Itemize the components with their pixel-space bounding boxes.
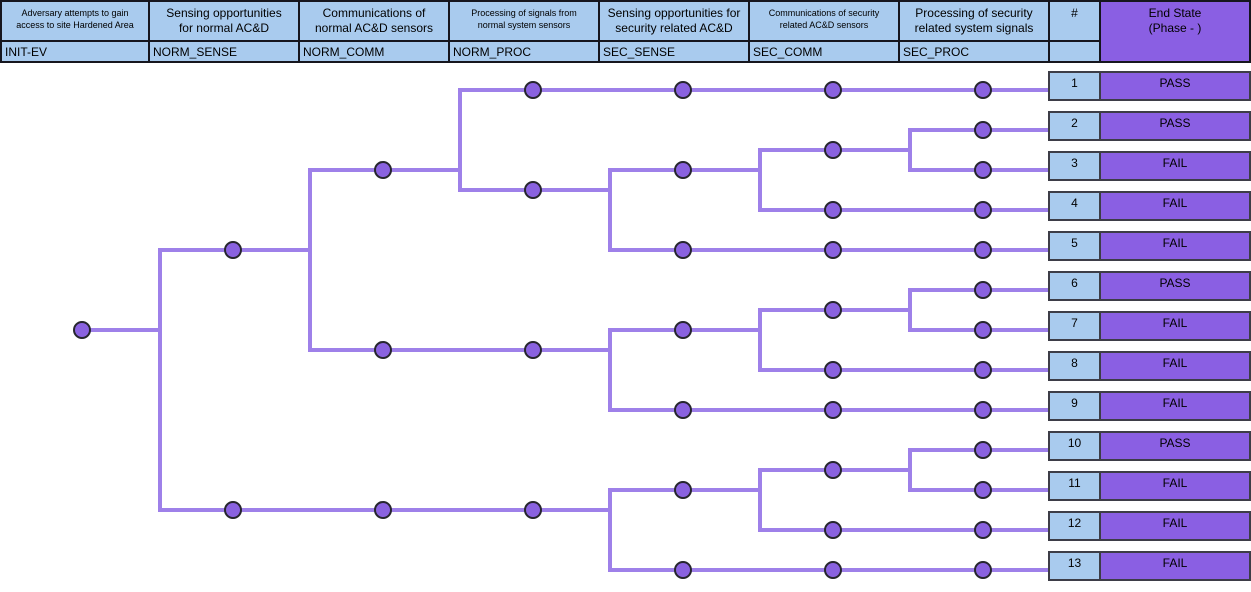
- header-col-NORM_SENSE: Sensing opportunities for normal AC&D NOR…: [148, 0, 300, 63]
- branch-node[interactable]: [974, 201, 992, 219]
- branch-node[interactable]: [974, 561, 992, 579]
- header-col-code: SEC_SENSE: [603, 44, 676, 59]
- end-state-cell[interactable]: FAIL: [1099, 391, 1251, 421]
- header-col-code: SEC_COMM: [753, 44, 823, 59]
- branch-node[interactable]: [824, 201, 842, 219]
- branch-node[interactable]: [974, 361, 992, 379]
- sequence-number-cell: 6: [1048, 271, 1101, 301]
- branch-node[interactable]: [524, 341, 542, 359]
- sequence-number-cell: 13: [1048, 551, 1101, 581]
- end-state-cell[interactable]: PASS: [1099, 111, 1251, 141]
- end-state-cell[interactable]: PASS: [1099, 431, 1251, 461]
- header-col-code: SEC_PROC: [903, 44, 970, 59]
- end-state-cell[interactable]: PASS: [1099, 271, 1251, 301]
- end-state-cell[interactable]: FAIL: [1099, 191, 1251, 221]
- header-col-title: Processing of signals from normal system…: [450, 2, 598, 42]
- header-col-SEC_PROC: Processing of security related system si…: [898, 0, 1050, 63]
- header-col-code: NORM_SENSE: [153, 44, 238, 59]
- header-col-title: Sensing opportunities for security relat…: [600, 2, 748, 42]
- header-col-NORM_PROC: Processing of signals from normal system…: [448, 0, 600, 63]
- end-state-cell[interactable]: FAIL: [1099, 311, 1251, 341]
- branch-node[interactable]: [974, 81, 992, 99]
- branch-node[interactable]: [974, 121, 992, 139]
- branch-node[interactable]: [674, 161, 692, 179]
- header-col-title: Communications of normal AC&D sensors: [300, 2, 448, 42]
- sequence-number-cell: 12: [1048, 511, 1101, 541]
- end-state-cell[interactable]: FAIL: [1099, 471, 1251, 501]
- branch-node[interactable]: [824, 241, 842, 259]
- sequence-number-cell: 5: [1048, 231, 1101, 261]
- branch-node[interactable]: [974, 521, 992, 539]
- row-number-header-code: [1050, 42, 1099, 61]
- sequence-number-cell: 8: [1048, 351, 1101, 381]
- header-col-INIT-EV: Adversary attempts to gain access to sit…: [0, 0, 150, 63]
- end-state-cell[interactable]: PASS: [1099, 71, 1251, 101]
- branch-node[interactable]: [374, 501, 392, 519]
- header-col-title: Processing of security related system si…: [900, 2, 1048, 42]
- header-col-SEC_SENSE: Sensing opportunities for security relat…: [598, 0, 750, 63]
- header-col-title: Communications of security related AC&D …: [750, 2, 898, 42]
- sequence-number-cell: 9: [1048, 391, 1101, 421]
- branch-node[interactable]: [824, 521, 842, 539]
- end-state-cell[interactable]: FAIL: [1099, 511, 1251, 541]
- branch-node[interactable]: [824, 561, 842, 579]
- branch-node[interactable]: [674, 401, 692, 419]
- branch-node[interactable]: [224, 241, 242, 259]
- branch-node[interactable]: [524, 181, 542, 199]
- end-state-cell[interactable]: FAIL: [1099, 351, 1251, 381]
- header-col-row-number: #: [1048, 0, 1101, 63]
- sequence-number-cell: 1: [1048, 71, 1101, 101]
- branch-node[interactable]: [824, 361, 842, 379]
- header-col-code: NORM_COMM: [303, 44, 385, 59]
- sequence-number-cell: 11: [1048, 471, 1101, 501]
- header-col-SEC_COMM: Communications of security related AC&D …: [748, 0, 900, 63]
- branch-node[interactable]: [824, 401, 842, 419]
- branch-node[interactable]: [524, 501, 542, 519]
- branch-node[interactable]: [674, 481, 692, 499]
- end-state-cell[interactable]: FAIL: [1099, 151, 1251, 181]
- branch-node[interactable]: [824, 81, 842, 99]
- branch-node[interactable]: [224, 501, 242, 519]
- end-state-cell[interactable]: FAIL: [1099, 231, 1251, 261]
- branch-node[interactable]: [974, 481, 992, 499]
- branch-node[interactable]: [974, 281, 992, 299]
- branch-node[interactable]: [674, 561, 692, 579]
- header-col-end-state: End State (Phase - ): [1099, 0, 1251, 63]
- branch-node[interactable]: [974, 321, 992, 339]
- branch-node[interactable]: [674, 241, 692, 259]
- branch-node[interactable]: [824, 461, 842, 479]
- sequence-number-cell: 4: [1048, 191, 1101, 221]
- branch-node[interactable]: [374, 341, 392, 359]
- branch-node[interactable]: [974, 241, 992, 259]
- sequence-number-cell: 2: [1048, 111, 1101, 141]
- branch-node[interactable]: [524, 81, 542, 99]
- branch-node[interactable]: [674, 321, 692, 339]
- branch-node[interactable]: [674, 81, 692, 99]
- end-state-header-label: End State (Phase - ): [1148, 6, 1202, 35]
- sequence-number-cell: 7: [1048, 311, 1101, 341]
- end-state-cell[interactable]: FAIL: [1099, 551, 1251, 581]
- sequence-number-cell: 3: [1048, 151, 1101, 181]
- branch-node[interactable]: [824, 301, 842, 319]
- branch-node[interactable]: [974, 441, 992, 459]
- header-col-code: NORM_PROC: [453, 44, 532, 59]
- branch-node[interactable]: [974, 161, 992, 179]
- branch-node[interactable]: [374, 161, 392, 179]
- branch-node[interactable]: [73, 321, 91, 339]
- header-col-title: Adversary attempts to gain access to sit…: [2, 2, 148, 42]
- sequence-number-cell: 10: [1048, 431, 1101, 461]
- row-number-header-label: #: [1050, 2, 1099, 42]
- header-col-code: INIT-EV: [5, 44, 48, 59]
- branch-node[interactable]: [824, 141, 842, 159]
- branch-node[interactable]: [974, 401, 992, 419]
- header-col-title: Sensing opportunities for normal AC&D: [150, 2, 298, 42]
